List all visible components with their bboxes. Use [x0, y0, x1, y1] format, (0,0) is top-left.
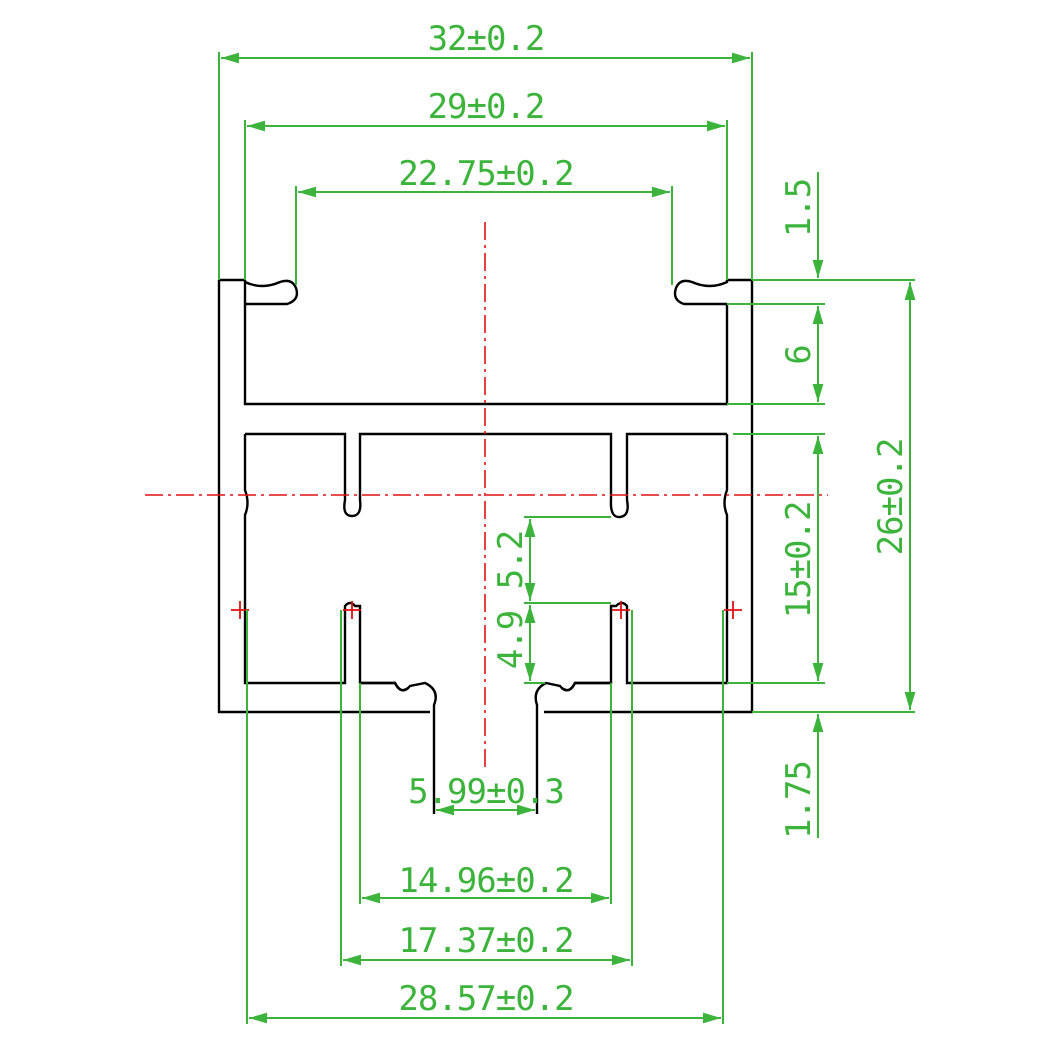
- lower-right-inner: [561, 434, 729, 692]
- top-left-slot-hook: [244, 279, 299, 306]
- dim-15-label: 15±0.2: [779, 502, 819, 619]
- lower-left-inner: [243, 434, 409, 692]
- dim-26-label: 26±0.2: [871, 439, 911, 556]
- dim-32-label: 32±0.2: [428, 19, 545, 59]
- dim-29-label: 29±0.2: [428, 87, 545, 127]
- top-right-slot-hook: [673, 279, 729, 306]
- slot-right-lip: [534, 681, 611, 814]
- dim-1-5-label: 1.5: [779, 179, 819, 237]
- outer-left-wall: [217, 280, 430, 714]
- dim-4-9-label: 4.9: [491, 611, 531, 669]
- dim-17-37-label: 17.37±0.2: [398, 921, 573, 961]
- dim-1-75-label: 1.75: [779, 761, 819, 839]
- outer-right-wall: [544, 280, 754, 714]
- lower-top-edge: [245, 432, 727, 519]
- dim-5-99-label: 5.99±0.3: [408, 772, 564, 812]
- dimension-labels: 32±0.2 29±0.2 22.75±0.2 1.5 6 26±0.2 15±…: [398, 19, 911, 1019]
- top-chamber-box: [243, 280, 729, 406]
- dim-14-96-label: 14.96±0.2: [398, 861, 573, 901]
- dimension-lines: [218, 52, 916, 1024]
- dim-28-57-label: 28.57±0.2: [398, 979, 573, 1019]
- slot-left-lip: [360, 681, 437, 814]
- dim-6-label: 6: [779, 345, 819, 364]
- dim-5-2-label: 5.2: [491, 531, 531, 589]
- dim-22-75-label: 22.75±0.2: [398, 154, 573, 194]
- hole-markers: [231, 601, 742, 619]
